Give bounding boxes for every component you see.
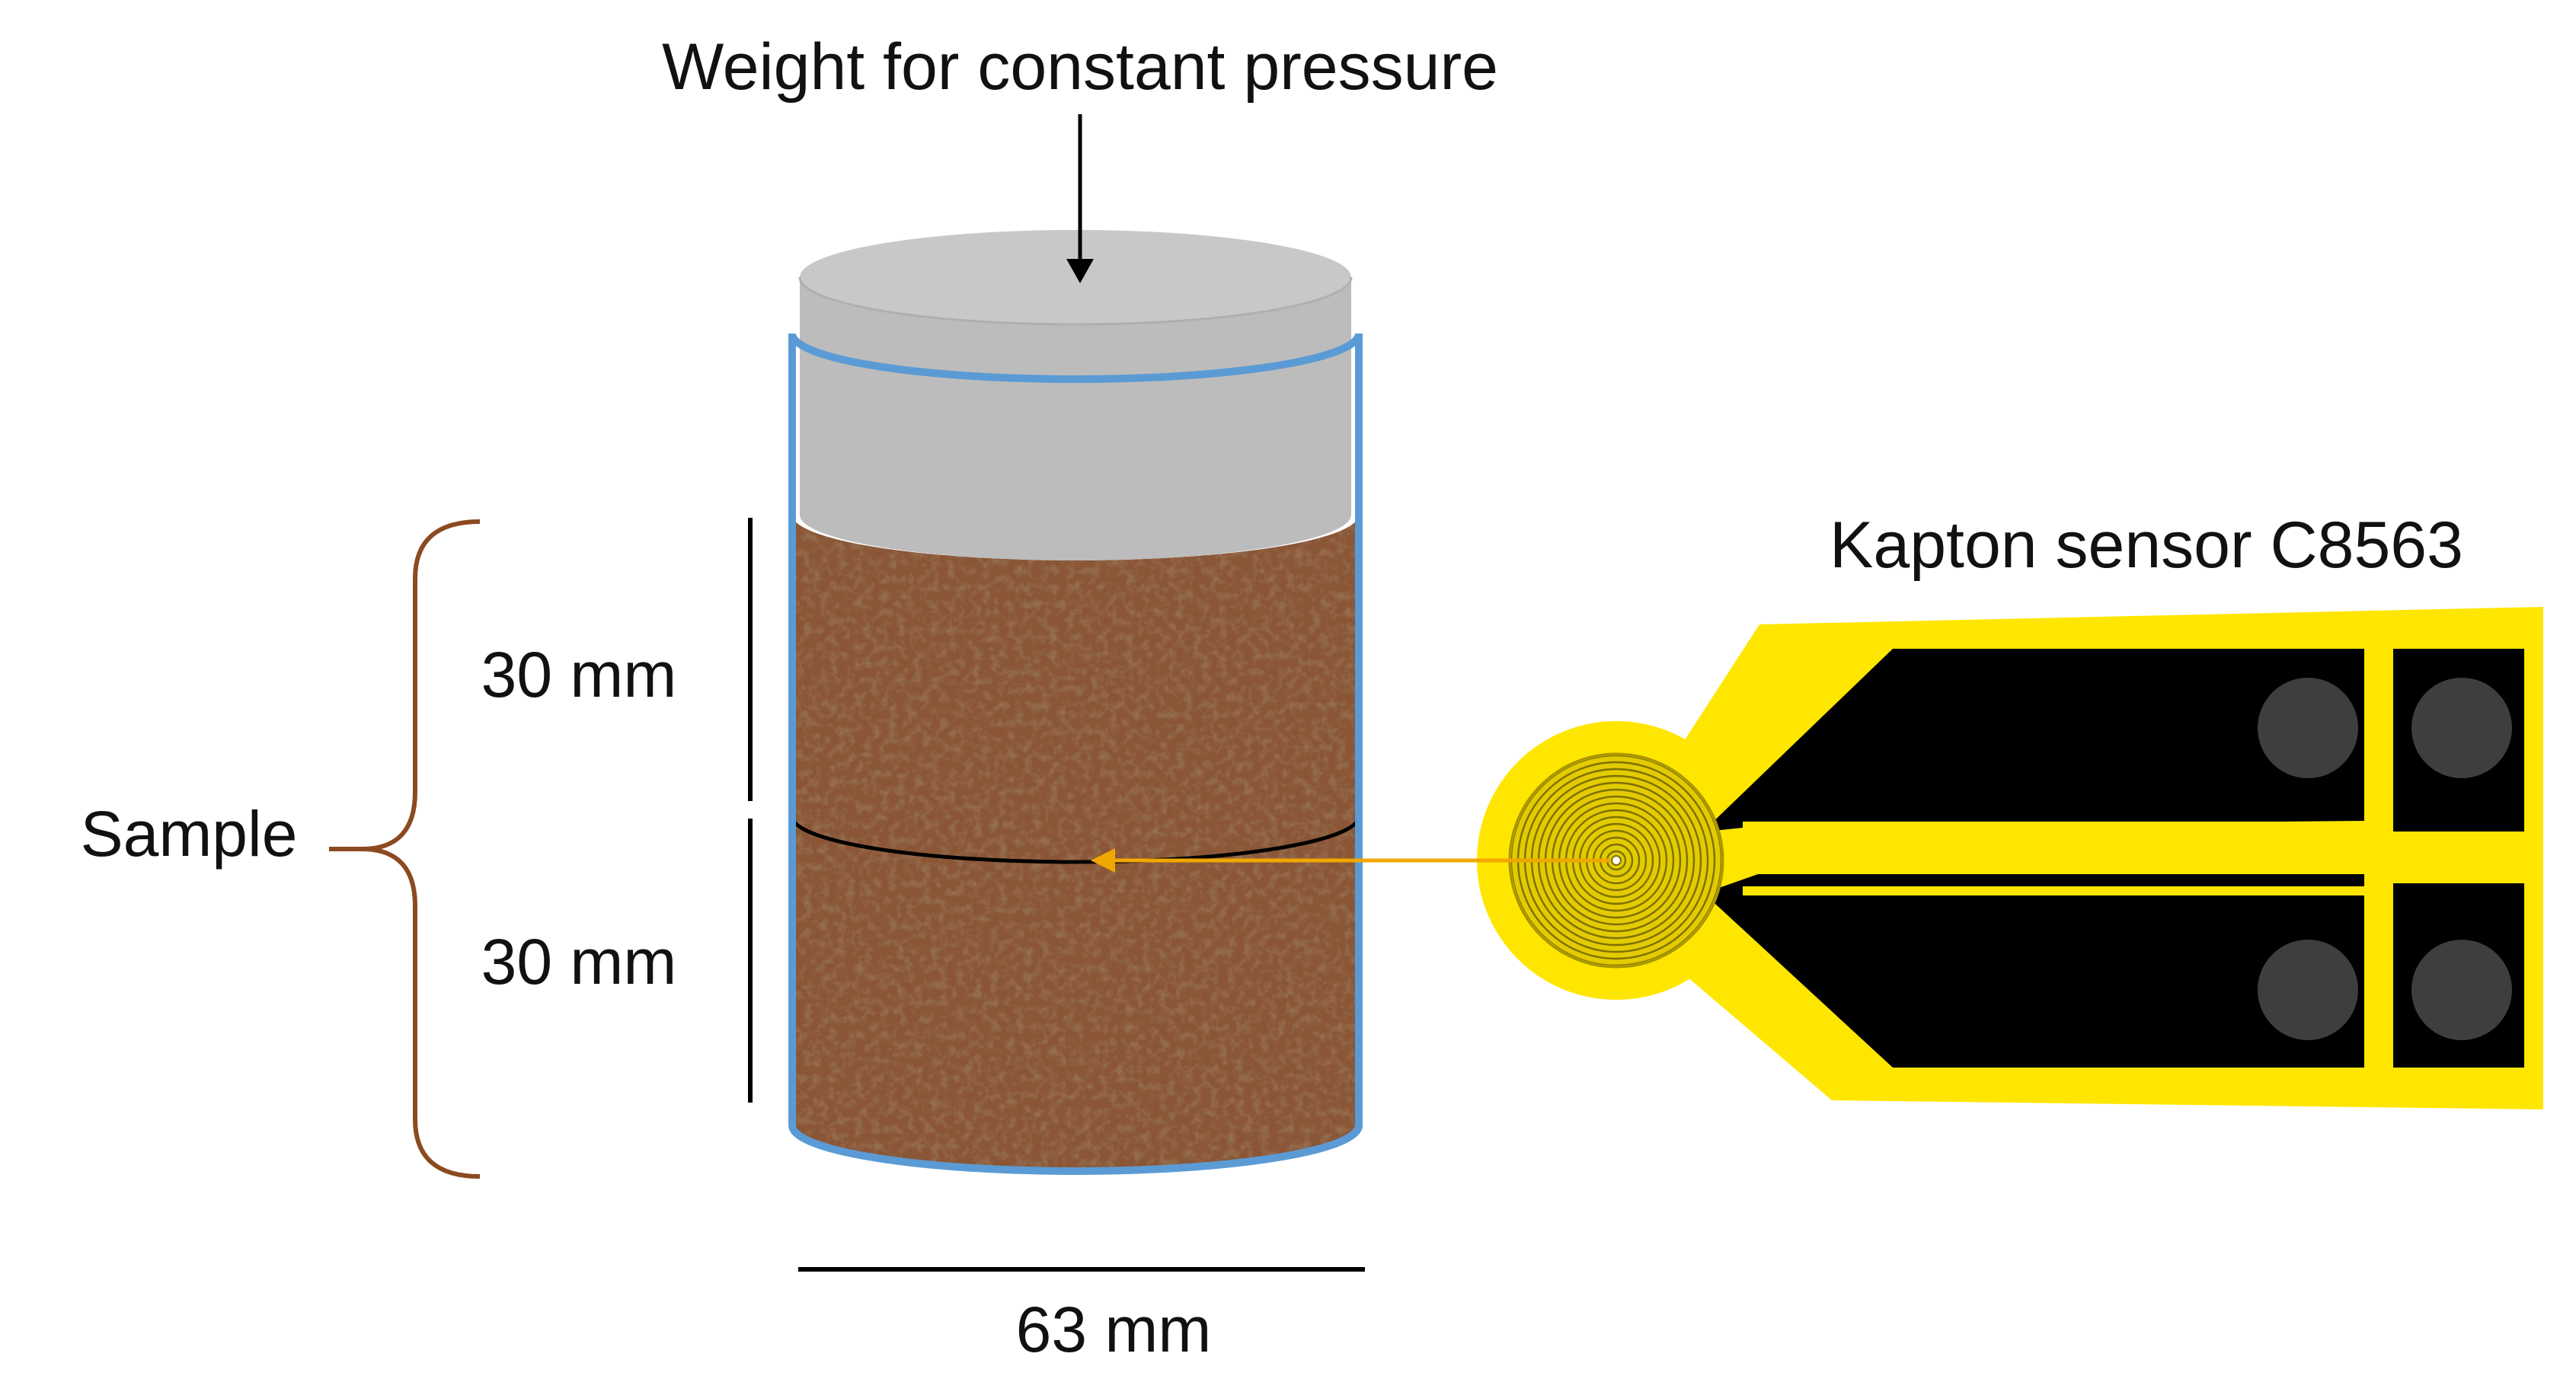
contact-pad-2 [2411,678,2512,778]
sensor-label: Kapton sensor C8563 [1830,509,2463,582]
kapton-sensor [1477,607,2543,1109]
upper-height-label: 30 mm [481,639,677,710]
weight-label: Weight for constant pressure [662,30,1498,104]
layer-boundary [790,816,1361,864]
weight-block [798,230,1353,560]
contact-pad-1 [2258,678,2358,778]
sample-brace [361,519,481,1179]
soil-sample [790,515,1361,1171]
diameter-label: 63 mm [1016,1294,1212,1365]
sensor-body [1706,649,2524,1068]
arrow-down-icon [1066,114,1094,283]
contact-pad-4 [2411,940,2512,1040]
sample-cylinder [788,230,1363,1175]
lower-height-label: 30 mm [481,926,677,998]
cylinder-wall [788,333,1363,1175]
sample-label: Sample [81,798,298,870]
contact-pad-3 [2258,940,2358,1040]
arrow-left-icon [1091,848,1610,873]
